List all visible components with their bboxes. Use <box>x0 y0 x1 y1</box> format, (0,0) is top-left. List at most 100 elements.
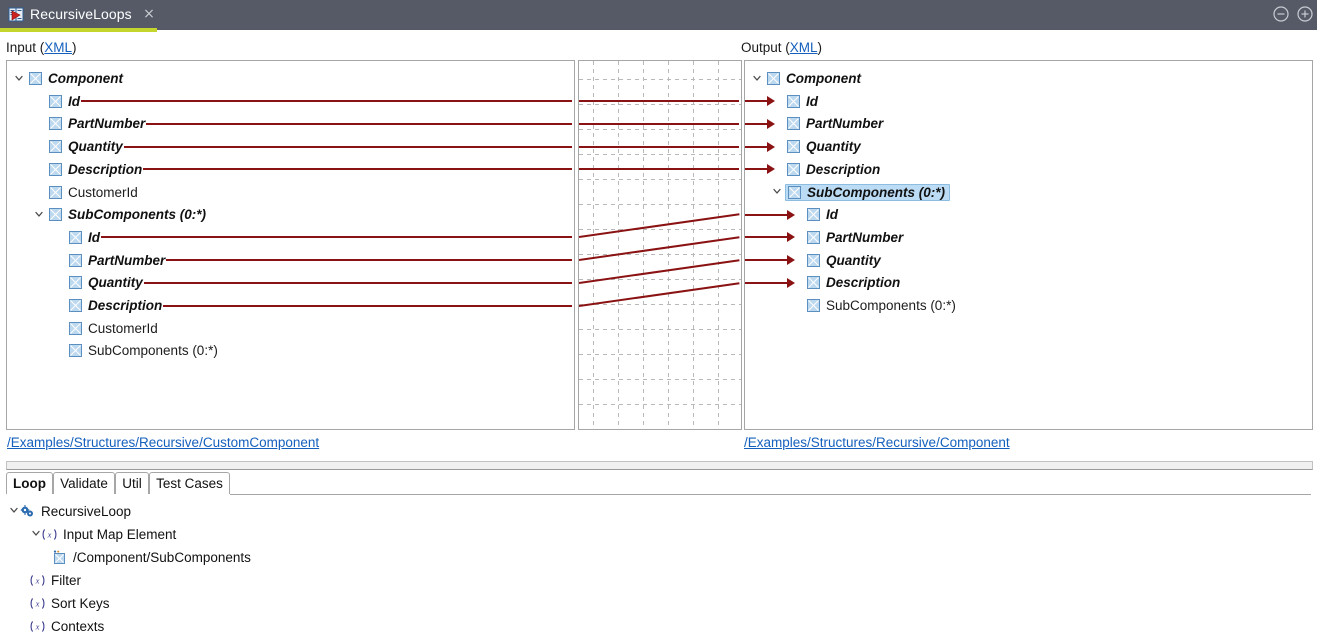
tree-node[interactable]: Description <box>49 162 142 177</box>
mapping-arrow-line[interactable] <box>745 259 787 262</box>
tree-node[interactable]: Quantity <box>69 275 143 290</box>
bottom-tab-loop[interactable]: Loop <box>6 472 53 494</box>
horizontal-splitter[interactable] <box>6 461 1313 470</box>
tree-row[interactable]: CustomerId <box>53 317 158 340</box>
tree-node[interactable]: PartNumber <box>807 230 903 245</box>
tree-node[interactable]: Quantity <box>49 139 123 154</box>
tree-node[interactable]: SubComponents (0:*) <box>785 183 950 201</box>
tree-row[interactable]: Description <box>791 271 900 294</box>
tree-node[interactable]: Quantity <box>807 253 881 268</box>
mapping-arrow-line[interactable] <box>745 145 767 148</box>
tree-node[interactable]: PartNumber <box>49 116 145 131</box>
grid-line-horizontal <box>579 129 741 130</box>
mapping-line-segment[interactable] <box>579 145 739 148</box>
mapping-grid-panel[interactable] <box>578 60 742 430</box>
tree-node[interactable]: SubComponents (0:*) <box>69 343 218 358</box>
output-xml-link[interactable]: XML <box>789 40 818 55</box>
tree-row[interactable]: PartNumber <box>771 112 883 135</box>
input-xml-link[interactable]: XML <box>44 40 73 55</box>
bottom-tab-validate[interactable]: Validate <box>53 472 115 494</box>
tree-row[interactable]: Component <box>13 67 123 90</box>
input-structure-path-link[interactable]: /Examples/Structures/Recursive/CustomCom… <box>7 435 320 450</box>
tree-row[interactable]: Description <box>33 158 142 181</box>
mapping-line[interactable] <box>143 168 572 171</box>
plus-circle-icon[interactable] <box>1296 5 1314 23</box>
tree-row[interactable]: SubComponents (0:*) <box>33 203 206 226</box>
tree-row[interactable]: CustomerId <box>33 181 138 204</box>
close-icon[interactable]: × <box>143 6 155 22</box>
bottom-tree-row[interactable]: /Component/SubComponents <box>52 546 251 569</box>
tree-node[interactable]: Component <box>767 71 861 86</box>
tree-row[interactable]: Id <box>771 90 818 113</box>
mapping-arrow-line[interactable] <box>745 236 787 239</box>
tree-node[interactable]: Component <box>29 71 123 86</box>
mapping-arrow-line[interactable] <box>745 213 787 216</box>
tree-row[interactable]: Id <box>791 203 838 226</box>
tree-row[interactable]: Description <box>771 158 880 181</box>
tree-row[interactable]: PartNumber <box>33 112 145 135</box>
mapping-line[interactable] <box>163 304 572 307</box>
tree-row[interactable]: Quantity <box>791 249 881 272</box>
tree-row[interactable]: SubComponents (0:*) <box>771 181 950 204</box>
tree-node[interactable]: SubComponents (0:*) <box>807 298 956 313</box>
chevron-down-icon[interactable] <box>33 208 47 222</box>
tree-node[interactable]: PartNumber <box>69 253 165 268</box>
minus-circle-icon[interactable] <box>1272 5 1290 23</box>
tree-node[interactable]: PartNumber <box>787 116 883 131</box>
mapping-line[interactable] <box>101 236 572 239</box>
mapping-arrow-line[interactable] <box>745 281 787 284</box>
tree-node[interactable]: Id <box>69 230 100 245</box>
tree-node[interactable]: Description <box>69 298 162 313</box>
tree-row[interactable]: Quantity <box>33 135 123 158</box>
tree-node[interactable]: Id <box>787 94 818 109</box>
xml-element-icon <box>69 276 82 290</box>
input-label-paren: ) <box>72 40 77 55</box>
tree-row[interactable]: Id <box>33 90 80 113</box>
tree-row[interactable]: SubComponents (0:*) <box>53 339 218 362</box>
mapping-line-segment[interactable] <box>579 100 739 103</box>
tree-row[interactable]: Component <box>751 67 861 90</box>
tree-node[interactable]: SubComponents (0:*) <box>49 207 206 222</box>
tree-row[interactable]: Quantity <box>771 135 861 158</box>
tree-row[interactable]: SubComponents (0:*) <box>791 294 956 317</box>
bottom-tab-test-cases[interactable]: Test Cases <box>149 472 230 494</box>
tree-node[interactable]: CustomerId <box>49 185 138 200</box>
chevron-down-icon[interactable] <box>751 72 765 86</box>
tree-node[interactable]: Description <box>787 162 880 177</box>
mapping-line[interactable] <box>146 122 572 125</box>
chevron-down-icon[interactable] <box>30 527 42 542</box>
mapping-line-segment[interactable] <box>579 122 739 125</box>
bottom-tab-util[interactable]: Util <box>115 472 149 494</box>
mapping-line-segment[interactable] <box>579 168 739 171</box>
bottom-tree-row[interactable]: RecursiveLoop <box>8 500 131 523</box>
mapping-arrow-line[interactable] <box>745 168 767 171</box>
tree-node[interactable]: Description <box>807 275 900 290</box>
output-structure-path-link[interactable]: /Examples/Structures/Recursive/Component <box>744 435 1010 450</box>
tree-row[interactable]: PartNumber <box>53 249 165 272</box>
tree-node[interactable]: Quantity <box>787 139 861 154</box>
mapping-line[interactable] <box>166 259 572 262</box>
tree-row[interactable]: PartNumber <box>791 226 903 249</box>
mapping-line[interactable] <box>81 100 572 103</box>
mapping-arrow-line[interactable] <box>745 100 767 103</box>
tree-node[interactable]: CustomerId <box>69 321 158 336</box>
tree-node[interactable]: Id <box>49 94 80 109</box>
editor-tab-recursiveloops[interactable]: RecursiveLoops × <box>0 0 157 30</box>
tree-node[interactable]: Id <box>807 207 838 222</box>
mapping-arrow-line[interactable] <box>745 122 767 125</box>
mapping-line[interactable] <box>144 281 572 284</box>
chevron-down-icon[interactable] <box>8 504 20 519</box>
tree-row[interactable]: Description <box>53 294 162 317</box>
tree-row[interactable]: Quantity <box>53 271 143 294</box>
mapping-line[interactable] <box>124 145 572 148</box>
chevron-down-icon[interactable] <box>771 185 785 199</box>
tree-row[interactable]: Id <box>53 226 100 249</box>
chevron-down-icon[interactable] <box>13 72 27 86</box>
